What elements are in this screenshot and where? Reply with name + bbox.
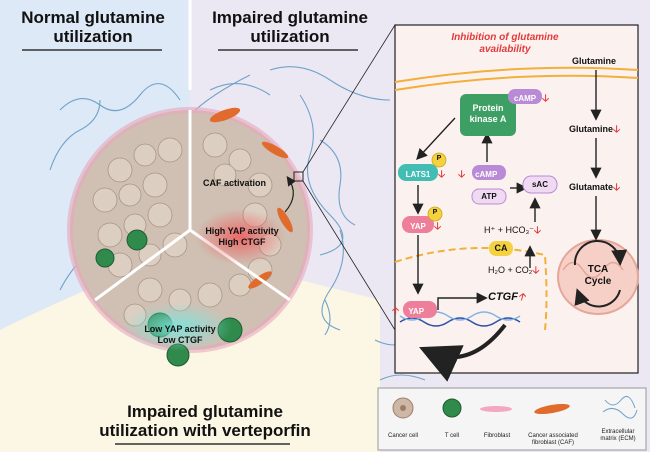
sac-label: sAC <box>531 180 548 189</box>
inhibition-line1: Inhibition of glutamine <box>451 32 559 43</box>
glutamate-label: Glutamate🡣 <box>569 180 620 197</box>
yap-mid-node <box>402 216 434 233</box>
h2o-label: H₂O + CO₂🡣 <box>488 263 539 280</box>
yap-mid-text: YAP <box>410 222 426 231</box>
yap-nuc-node <box>403 301 437 318</box>
legend-ecm-line2: matrix (ECM) <box>600 436 636 442</box>
camp-mid-node <box>472 165 506 180</box>
lats1-text: LATS1 <box>405 170 431 179</box>
camp-mid-text: cAMP <box>475 170 498 179</box>
impaired-panel-title: Impaired glutamine utilization <box>205 8 375 46</box>
legend-cancer-cell: Cancer cell <box>387 433 418 439</box>
sac-node <box>522 175 558 194</box>
legend-caf-line2: fibroblast (CAF) <box>531 440 574 446</box>
normal-panel-title: Normal glutamine utilization <box>8 8 178 46</box>
pka-label: Protein kinase A <box>460 103 516 125</box>
h2o-text: H₂O + CO₂ <box>488 265 533 275</box>
tca-label: TCA Cycle <box>578 264 618 288</box>
pka-node <box>460 94 516 136</box>
glutamine-mid-text: Glutamine <box>569 124 614 134</box>
hco3-text: H⁺ + HCO₃⁻ <box>484 225 534 235</box>
glutamine-top-label: Glutamine <box>572 56 617 66</box>
yap-nuc-text: YAP <box>408 307 425 316</box>
verteporfin-title-line2: utilization with verteporfin <box>99 421 311 440</box>
tumor-spheroid <box>67 24 396 367</box>
normal-title-line2: utilization <box>53 27 133 46</box>
legend-caf-line1: Cancer associated <box>528 433 578 439</box>
camp-top-node <box>508 89 542 104</box>
tca-line2: Cycle <box>584 276 612 287</box>
tca-line1: TCA <box>587 264 609 275</box>
low-yap-label: Low YAP activity Low CTGF <box>140 324 220 346</box>
down-arrow-icon: 🡣 <box>532 265 540 276</box>
glutamate-text: Glutamate <box>569 182 614 192</box>
legend-box <box>377 387 647 451</box>
legend-fibroblast: Fibroblast <box>483 433 511 439</box>
ctgf-label: CTGF🡡 <box>488 290 525 307</box>
verteporfin-title-line1: Impaired glutamine <box>127 402 283 421</box>
pka-line2: kinase A <box>469 114 507 124</box>
up-arrow-icon: 🡡 <box>392 306 400 317</box>
caf-activation-label: CAF activation <box>203 178 267 188</box>
legend-caf: Cancer associated fibroblast (CAF) <box>525 433 581 447</box>
yap-mid-label: YAP 🡣 <box>402 219 458 236</box>
pathway-zoom-frame <box>394 24 639 374</box>
low-yap-line1: Low YAP activity <box>144 324 216 334</box>
low-yap-line2: Low CTGF <box>157 335 203 345</box>
inhibition-line2: availability <box>479 44 531 55</box>
camp-mid-label: 🡣 cAMP <box>458 167 510 184</box>
atp-node <box>471 188 507 205</box>
down-arrow-icon: 🡣 <box>434 221 442 232</box>
down-arrow-icon: 🡣 <box>613 182 621 193</box>
verteporfin-panel-title: Impaired glutamine utilization with vert… <box>85 402 325 440</box>
down-arrow-icon: 🡣 <box>613 124 621 135</box>
impaired-title-line2: utilization <box>250 27 330 46</box>
yap-nuc-label: 🡡 YAP <box>392 304 440 321</box>
ca-node <box>489 241 513 256</box>
glutamine-mid-label: Glutamine🡣 <box>569 122 620 139</box>
ca-label: CA <box>494 243 508 253</box>
down-arrow-icon: 🡣 <box>542 93 550 104</box>
high-yap-line2: High CTGF <box>218 237 266 247</box>
down-arrow-icon: 🡣 <box>438 169 446 180</box>
hco3-label: H⁺ + HCO₃⁻🡣 <box>484 223 541 240</box>
legend-t-cell: T cell <box>444 433 460 439</box>
inhibition-label: Inhibition of glutamine availability <box>440 32 570 56</box>
p-badge-1 <box>431 152 447 168</box>
high-yap-line1: High YAP activity <box>205 226 279 236</box>
up-arrow-icon: 🡡 <box>517 292 526 303</box>
down-arrow-icon: 🡣 <box>458 169 466 180</box>
high-yap-label: High YAP activity High CTGF <box>202 226 282 248</box>
p-badge-2-label: P <box>432 209 438 216</box>
atp-label: ATP <box>481 192 497 201</box>
lats1-node <box>398 164 438 181</box>
camp-top-label: cAMP 🡣 <box>508 91 560 108</box>
normal-title-line1: Normal glutamine <box>21 8 165 27</box>
legend-ecm: Extracellular matrix (ECM) <box>592 429 644 443</box>
p-badge-1-label: P <box>436 155 442 162</box>
impaired-title-line1: Impaired glutamine <box>212 8 368 27</box>
ctgf-text: CTGF <box>488 291 518 303</box>
camp-top-text: cAMP <box>513 94 537 103</box>
legend-ecm-line1: Extracellular <box>601 429 635 435</box>
p-badge-2 <box>427 206 443 222</box>
lats1-label: LATS1 🡣 <box>398 167 462 184</box>
down-arrow-icon: 🡣 <box>533 225 542 236</box>
pka-line1: Protein <box>472 103 504 113</box>
